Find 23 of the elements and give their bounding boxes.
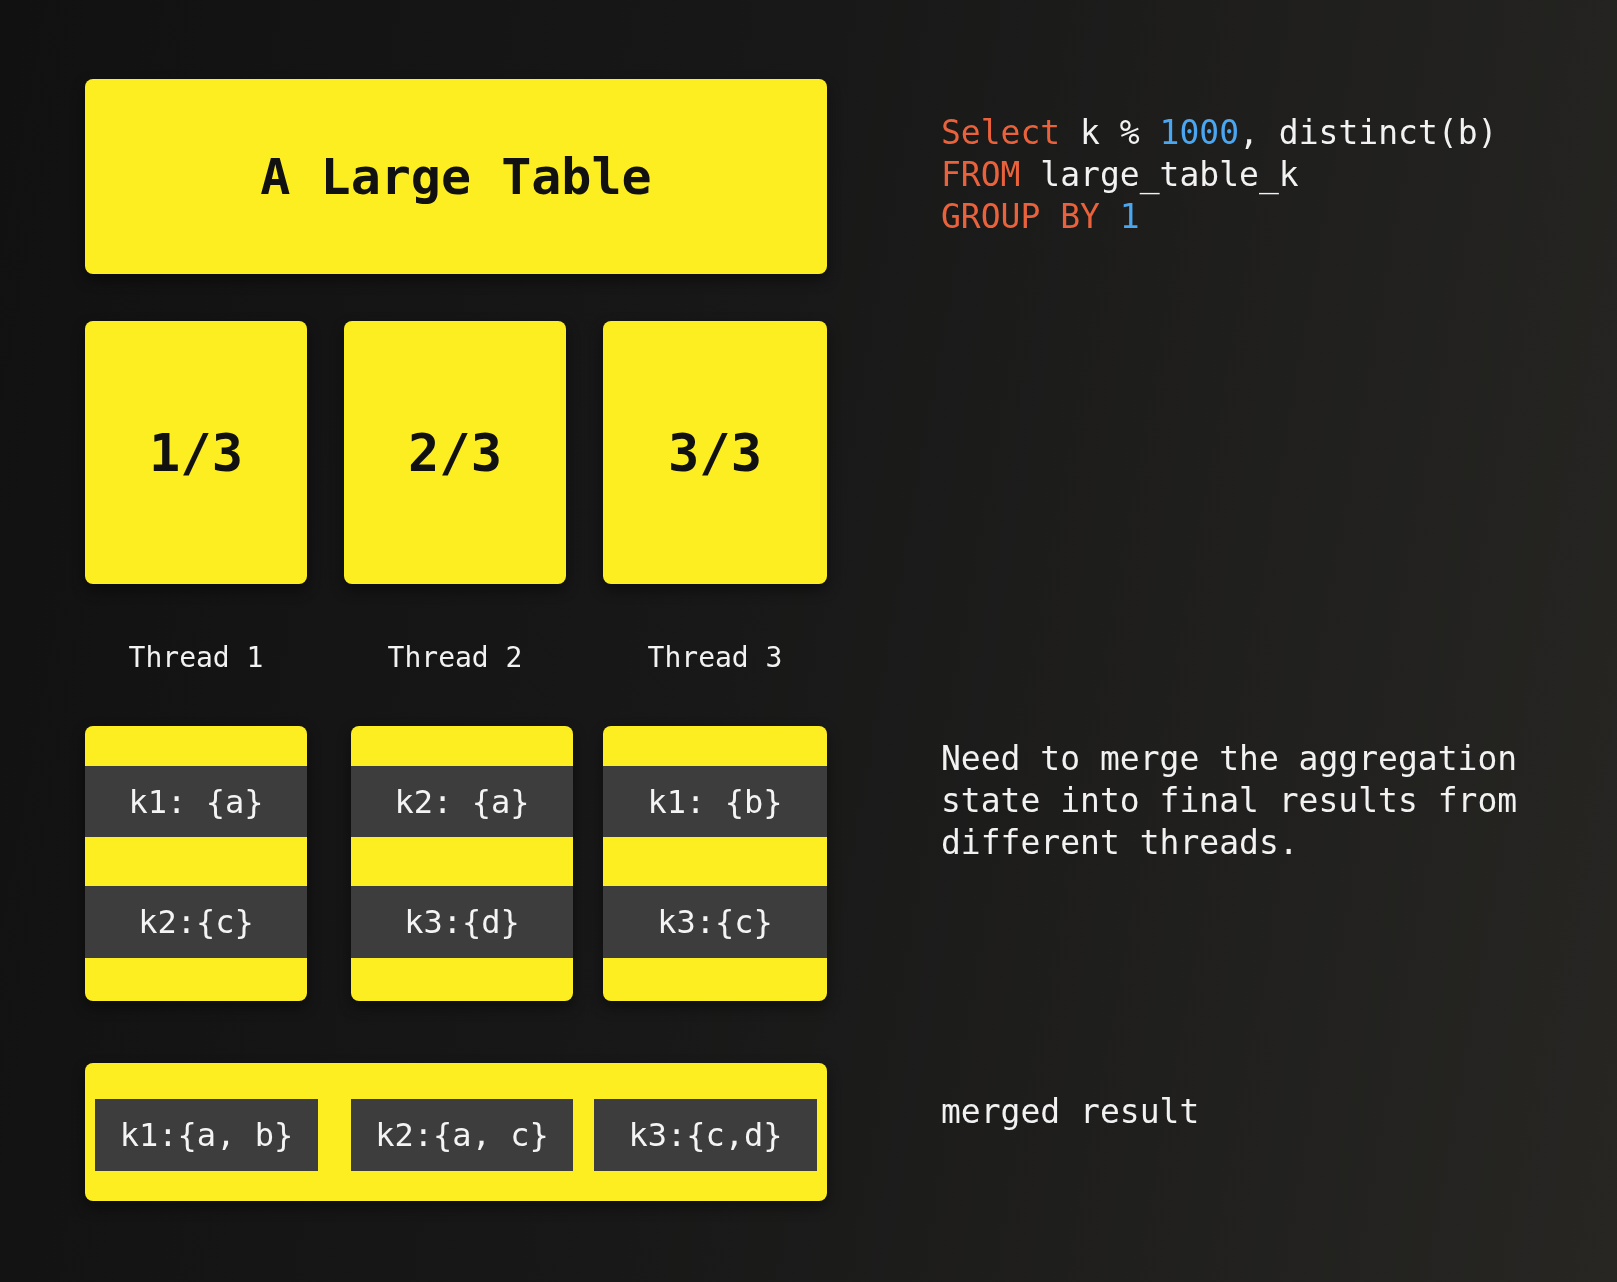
partition-block: 1/3 <box>85 321 307 584</box>
merged-entry-box: k1:{a, b} <box>95 1099 318 1171</box>
table-block: A Large Table <box>85 79 827 274</box>
thread-state-card <box>85 726 307 1001</box>
thread-state-card <box>603 726 827 1001</box>
state-entry-band: k3:{d} <box>351 886 573 958</box>
partition-block: 2/3 <box>344 321 566 584</box>
state-entry-band: k3:{c} <box>603 886 827 958</box>
note-text: Need to merge the aggregation state into final results from different threads. <box>941 738 1519 864</box>
state-entry-band: k1: {a} <box>85 766 307 837</box>
thread-label: Thread 1 <box>127 640 265 676</box>
merged-result-panel <box>85 1063 827 1201</box>
thread-label: Thread 2 <box>386 640 524 676</box>
partition-block: 3/3 <box>603 321 827 584</box>
thread-label: Thread 3 <box>646 640 784 676</box>
state-entry-band: k2: {a} <box>351 766 573 837</box>
state-entry-band: k2:{c} <box>85 886 307 958</box>
thread-state-card <box>351 726 573 1001</box>
merged-entry-box: k3:{c,d} <box>594 1099 817 1171</box>
merged-result-label: merged result <box>941 1091 1200 1133</box>
merged-entry-box: k2:{a, c} <box>351 1099 573 1171</box>
state-entry-band: k1: {b} <box>603 766 827 837</box>
sql-query: Select k % 1000, distinct(b) FROM large_table_k GROUP BY 1 <box>941 112 1498 238</box>
